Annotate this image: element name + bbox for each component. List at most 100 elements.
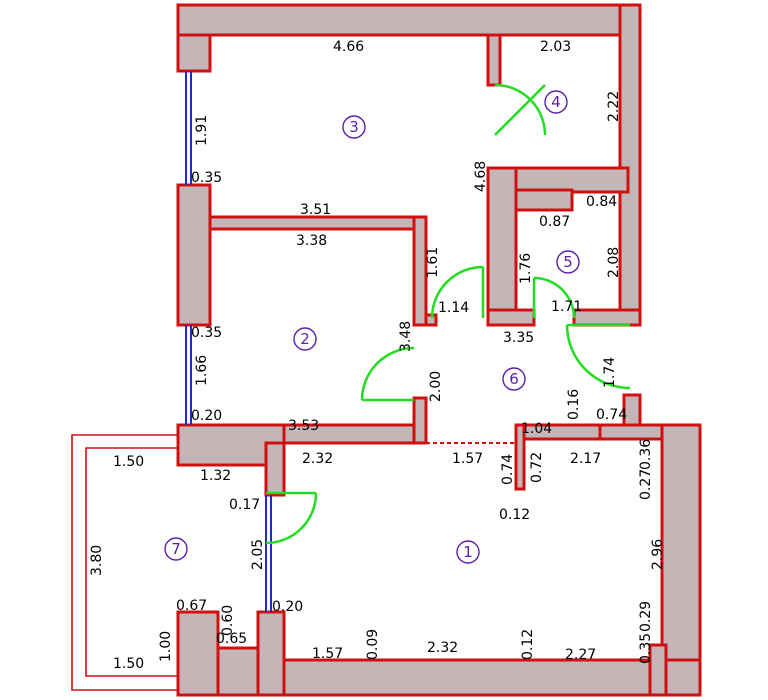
dim-label: 3.80 <box>89 545 105 576</box>
dim-label: 2.00 <box>428 371 444 402</box>
dim-label: 0.35 <box>191 325 222 341</box>
dim-label: 1.66 <box>194 355 210 386</box>
room-numbers: 1 2 3 4 5 6 7 <box>164 90 580 564</box>
wall-room5-bottom-right <box>572 308 642 327</box>
dim-label: 0.09 <box>365 629 381 660</box>
balcony-outline <box>71 434 178 691</box>
dim-label: 4.66 <box>333 39 364 55</box>
wall-right-lower <box>660 423 702 697</box>
dim-label: 2.17 <box>570 451 601 467</box>
door-room4[interactable] <box>494 83 547 136</box>
wall-room1-stub <box>514 423 526 491</box>
dim-label: 0.87 <box>539 214 570 230</box>
wall-room5-top <box>514 188 574 212</box>
dim-label: 2.27 <box>565 647 596 663</box>
room-4-number: 4 <box>551 93 561 111</box>
door-room5[interactable] <box>532 276 576 319</box>
window-room2 <box>185 325 192 425</box>
dim-label: 0.12 <box>520 629 536 660</box>
walls <box>176 3 702 697</box>
window-room7 <box>265 495 272 612</box>
room-6-marker: 6 <box>502 367 526 391</box>
dim-label: 2.03 <box>540 39 571 55</box>
dim-label: 0.16 <box>566 389 582 420</box>
wall-left-pier <box>176 183 212 327</box>
dim-label: 0.36 <box>638 439 654 470</box>
door-room7[interactable] <box>265 491 318 545</box>
dimension-labels: 4.66 2.03 0.35 3.51 0.87 0.84 3.38 1.14 … <box>113 39 627 672</box>
door-room2[interactable] <box>360 346 415 402</box>
dim-label: 1.00 <box>158 631 174 662</box>
door-room6-right[interactable] <box>565 323 631 390</box>
dim-label: 1.76 <box>518 253 534 284</box>
dim-label: 1.57 <box>452 451 483 467</box>
room-2-number: 2 <box>300 330 310 348</box>
room-5-number: 5 <box>563 253 573 271</box>
dim-label: 0.35 <box>638 633 654 664</box>
dim-label: 0.65 <box>216 631 247 647</box>
dim-label: 1.32 <box>200 468 231 484</box>
wall-room2-right <box>412 215 428 327</box>
dim-label: 1.91 <box>194 115 210 146</box>
room-5-marker: 5 <box>556 250 580 274</box>
dim-label: 0.12 <box>499 507 530 523</box>
dim-label: 0.72 <box>529 452 545 483</box>
dim-label: 0.27 <box>638 469 654 500</box>
doors <box>265 83 631 545</box>
dim-label: 3.53 <box>288 418 319 434</box>
dim-label: 4.68 <box>473 161 489 192</box>
dim-label: 3.51 <box>300 202 331 218</box>
wall-room7-divider-lower <box>264 441 286 497</box>
wall-room5-left <box>486 166 518 325</box>
dim-label: 0.20 <box>191 408 222 424</box>
dim-label: 0.60 <box>220 605 236 636</box>
dim-label: 0.20 <box>272 599 303 615</box>
wall-bottom-left-block-2 <box>216 646 260 697</box>
dim-label: 0.17 <box>229 497 260 513</box>
dim-label: 1.71 <box>551 299 582 315</box>
dim-label: 3.35 <box>503 330 534 346</box>
room-2-marker: 2 <box>293 327 317 351</box>
dim-label: 3.48 <box>398 321 414 352</box>
dim-label: 1.57 <box>312 646 343 662</box>
room-7-number: 7 <box>171 540 181 558</box>
room-3-number: 3 <box>349 118 359 136</box>
dim-label: 1.04 <box>521 421 552 437</box>
wall-bottom-right-notch <box>648 643 668 697</box>
door-room3[interactable] <box>430 265 485 319</box>
wall-room2-door-jamb <box>412 396 428 445</box>
dim-label: 2.22 <box>606 91 622 122</box>
dim-label: 0.84 <box>586 194 617 210</box>
dim-label: 1.14 <box>438 300 469 316</box>
dim-label: 0.35 <box>191 170 222 186</box>
wall-right-upper <box>618 3 642 327</box>
dim-label: 0.29 <box>638 601 654 632</box>
room-6-number: 6 <box>509 370 519 388</box>
window-room3 <box>185 71 192 185</box>
dim-label: 2.32 <box>427 640 458 656</box>
dim-label: 3.38 <box>296 233 327 249</box>
dim-label: 0.67 <box>176 598 207 614</box>
room-3-marker: 3 <box>342 115 366 139</box>
dim-label: 1.50 <box>113 656 144 672</box>
dim-label: 1.50 <box>113 454 144 470</box>
dim-label: 2.32 <box>302 451 333 467</box>
dim-label: 0.74 <box>500 454 516 485</box>
wall-bottom-pier <box>256 610 286 697</box>
dim-label: 1.74 <box>602 357 618 388</box>
wall-top <box>176 3 642 37</box>
wall-bottom-left-block <box>176 610 220 697</box>
dimension-labels-vertical: 2.22 1.91 4.68 1.61 1.76 2.08 3.48 1.66 … <box>89 91 666 664</box>
room-1-marker: 1 <box>456 540 480 564</box>
windows <box>185 71 272 612</box>
dim-label: 2.08 <box>606 247 622 278</box>
dim-label: 2.96 <box>650 539 666 570</box>
dim-label: 1.61 <box>425 247 441 278</box>
room-1-number: 1 <box>463 543 473 561</box>
wall-room4-left <box>486 33 502 87</box>
wall-room2-top <box>208 215 428 231</box>
dim-label: 0.74 <box>596 407 627 423</box>
wall-room5-bottom-left <box>486 308 536 327</box>
room-7-marker: 7 <box>164 537 188 561</box>
